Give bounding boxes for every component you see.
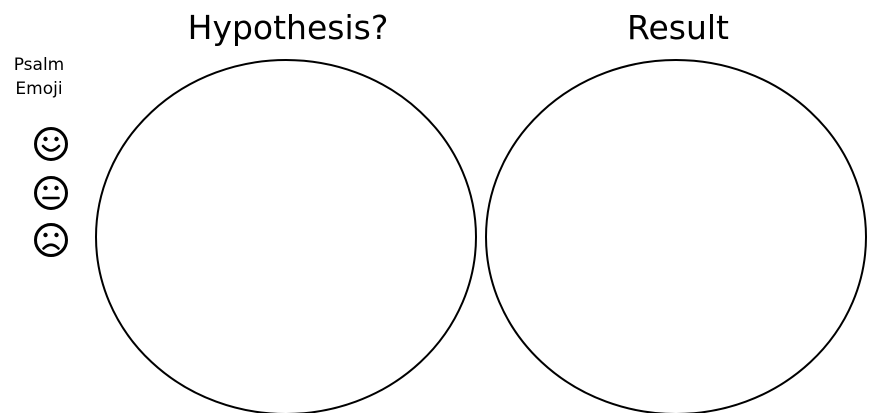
result-circle — [485, 59, 867, 413]
psalm-label: Psalm — [13, 55, 65, 75]
emoji-label: Emoji — [15, 79, 63, 99]
neutral-face-icon — [34, 176, 68, 210]
hypothesis-title: Hypothesis? — [187, 8, 389, 47]
happy-face-icon — [34, 127, 68, 161]
sad-face-icon — [34, 223, 68, 257]
result-title: Result — [627, 8, 729, 47]
hypothesis-circle — [95, 59, 477, 413]
